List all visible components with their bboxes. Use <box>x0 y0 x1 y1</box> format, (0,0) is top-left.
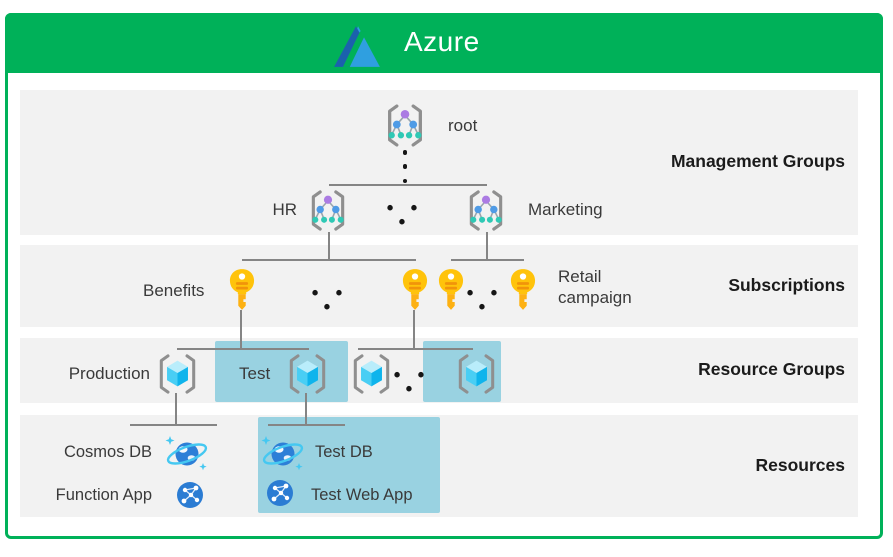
resource-group-icon-test <box>285 354 330 394</box>
band-subscriptions <box>20 245 858 327</box>
app-title: Azure <box>404 26 480 57</box>
resource-group-icon-3 <box>349 354 394 394</box>
highlight-box-test-rg <box>215 341 348 402</box>
section-label-resources: Resources <box>755 455 846 475</box>
section-label-management-groups: Management Groups <box>670 151 845 171</box>
connector-production-resources <box>130 424 217 426</box>
section-label-resource-groups: Resource Groups <box>698 359 845 379</box>
cosmos-db-icon <box>164 435 210 473</box>
connector-marketing-down <box>486 232 488 260</box>
label-test: Test <box>239 364 271 383</box>
resource-group-icon-production <box>155 354 200 394</box>
label-root: root <box>448 116 478 135</box>
dotted-connector-root <box>401 150 409 183</box>
connector-marketing-subscriptions <box>451 259 524 261</box>
label-test-db: Test DB <box>315 443 373 461</box>
azure-logo-icon <box>332 24 382 68</box>
subscription-key-icon-3 <box>438 267 464 312</box>
label-retail-campaign: Retail campaign <box>558 267 632 307</box>
label-hr: HR <box>272 200 297 219</box>
management-group-icon-root <box>382 103 428 148</box>
subscription-key-icon-1 <box>229 267 255 312</box>
connector-root-children <box>329 184 487 186</box>
label-marketing: Marketing <box>528 200 603 219</box>
connector-hr-down <box>328 232 330 260</box>
connector-sub1-resource-groups <box>177 348 309 350</box>
connector-test-down <box>305 393 307 425</box>
connector-key1-down <box>240 310 242 349</box>
resource-group-icon-4 <box>454 354 499 394</box>
ellipsis-management-groups: • • • <box>386 198 424 233</box>
ellipsis-subscriptions-2: • • • <box>466 283 504 318</box>
test-web-app-icon <box>266 479 294 507</box>
label-benefits: Benefits <box>143 281 205 300</box>
management-group-icon-hr <box>306 189 350 232</box>
subscription-key-icon-2 <box>402 267 428 312</box>
label-cosmos-db: Cosmos DB <box>63 443 152 461</box>
management-group-icon-marketing <box>464 189 508 232</box>
connector-key2-down <box>413 310 415 349</box>
connector-hr-subscriptions <box>242 259 416 261</box>
ellipsis-resource-groups: • • • <box>393 365 431 400</box>
band-management-groups <box>20 90 858 235</box>
connector-test-resources <box>268 424 345 426</box>
connector-sub2-resource-groups <box>358 348 473 350</box>
label-production: Production <box>68 364 150 383</box>
label-function-app: Function App <box>55 486 152 504</box>
header-bar <box>5 13 883 73</box>
label-test-web-app: Test Web App <box>311 486 413 504</box>
function-app-icon <box>176 481 204 509</box>
section-label-subscriptions: Subscriptions <box>728 275 845 295</box>
test-db-icon <box>260 435 306 473</box>
ellipsis-subscriptions-1: • • • <box>311 283 349 318</box>
subscription-key-icon-4 <box>510 267 536 312</box>
connector-production-down <box>175 393 177 425</box>
